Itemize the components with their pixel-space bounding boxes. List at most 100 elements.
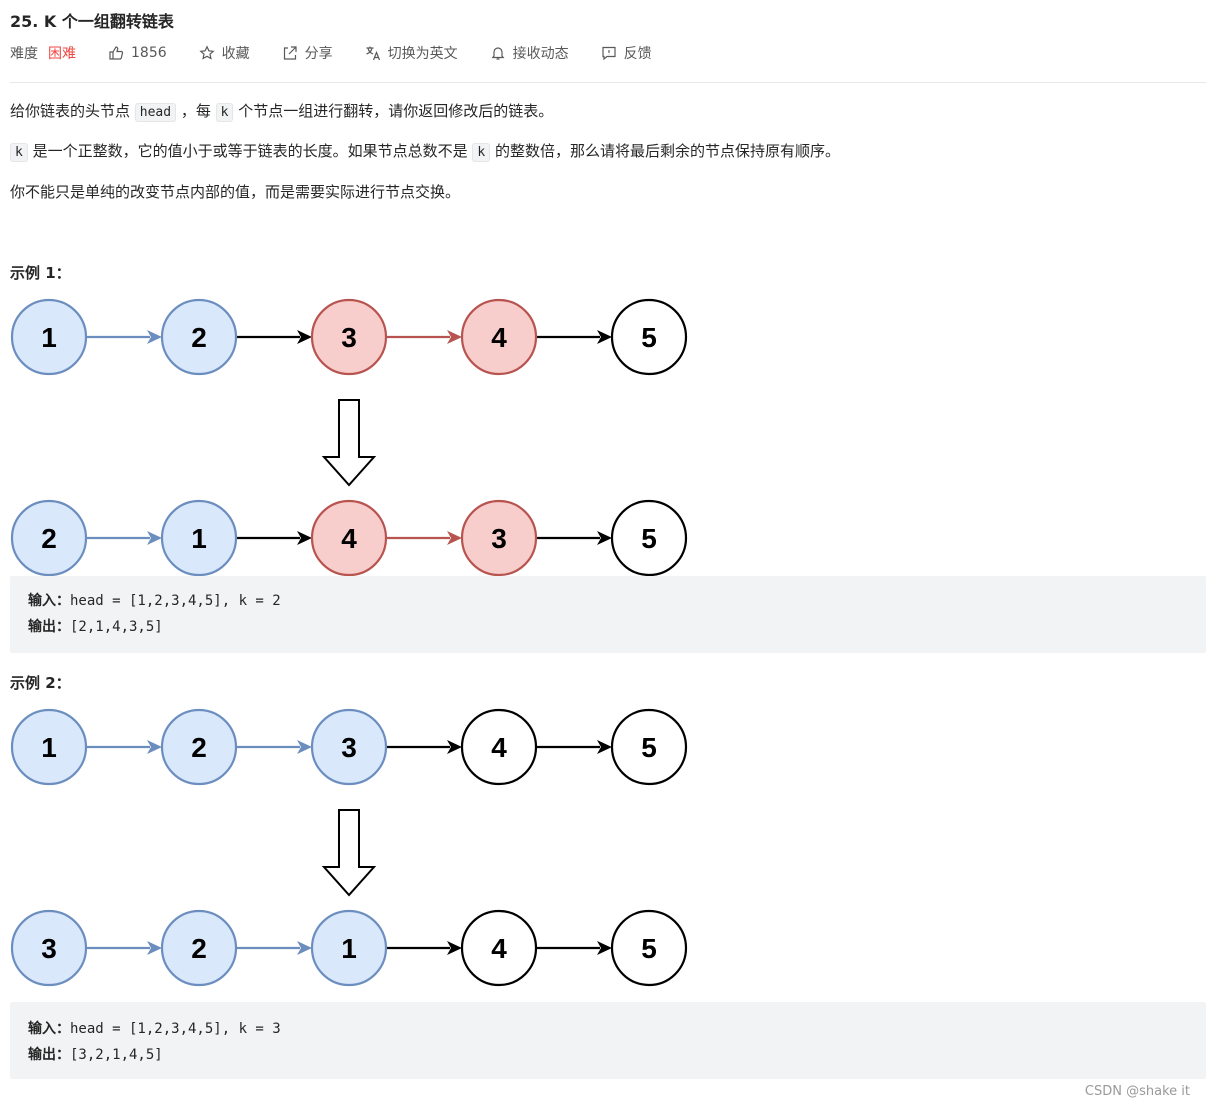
list-node xyxy=(310,298,388,376)
node-value: 3 xyxy=(41,933,57,964)
difficulty-label: 难度 xyxy=(10,46,38,62)
share-button[interactable]: 分享 xyxy=(282,43,333,63)
list-node xyxy=(10,909,88,987)
subscribe-button[interactable]: 接收动态 xyxy=(490,43,569,63)
desc-text: 是一个正整数，它的值小于或等于链表的长度。如果节点总数不是 xyxy=(27,142,473,160)
arrow-head xyxy=(147,941,162,955)
thumbs-up-icon xyxy=(109,46,124,60)
list-node xyxy=(160,298,238,376)
list-node xyxy=(310,499,388,577)
input-label: 输入： xyxy=(28,593,70,609)
node-value: 4 xyxy=(491,322,507,353)
translate-icon xyxy=(365,46,380,61)
inline-code-head: head xyxy=(134,103,177,122)
list-node xyxy=(610,708,688,786)
subscribe-label: 接收动态 xyxy=(512,46,569,62)
node-value: 4 xyxy=(491,732,507,763)
list-node xyxy=(160,909,238,987)
output-label: 输出： xyxy=(28,619,70,635)
output-value: [2,1,4,3,5] xyxy=(70,619,163,635)
arrow-head xyxy=(447,531,462,545)
example-1-io-box: 输入：head = [1,2,3,4,5], k = 2 输出：[2,1,4,3… xyxy=(10,576,1206,653)
transform-arrow xyxy=(321,809,377,897)
example-2-title: 示例 2： xyxy=(10,674,71,692)
node-value: 2 xyxy=(191,732,207,763)
node-value: 3 xyxy=(341,732,357,763)
input-value: head = [1,2,3,4,5], k = 3 xyxy=(70,1021,281,1037)
node-value: 5 xyxy=(641,322,657,353)
node-value: 3 xyxy=(491,523,507,554)
list-node xyxy=(10,708,88,786)
list-node xyxy=(460,708,538,786)
translate-label: 切换为英文 xyxy=(387,46,458,62)
list-node xyxy=(460,499,538,577)
list-node xyxy=(610,298,688,376)
description-paragraph-2: k 是一个正整数，它的值小于或等于链表的长度。如果节点总数不是 k 的整数倍，那… xyxy=(10,140,840,164)
desc-text: 的整数倍，那么请将最后剩余的节点保持原有顺序。 xyxy=(490,142,840,160)
node-value: 5 xyxy=(641,933,657,964)
example-1-title: 示例 1： xyxy=(10,264,71,282)
arrow-head xyxy=(597,531,612,545)
node-value: 2 xyxy=(191,933,207,964)
example-1-input: 输入：head = [1,2,3,4,5], k = 2 xyxy=(28,590,281,610)
node-value: 4 xyxy=(491,933,507,964)
node-value: 2 xyxy=(191,322,207,353)
desc-text: 个节点一组进行翻转，请你返回修改后的链表。 xyxy=(233,102,554,120)
list-node xyxy=(160,708,238,786)
problem-title: 25. K 个一组翻转链表 xyxy=(10,12,174,31)
feedback-icon xyxy=(602,46,616,61)
node-value: 1 xyxy=(41,732,57,763)
feedback-label: 反馈 xyxy=(623,46,652,62)
arrow-head xyxy=(147,531,162,545)
bell-icon xyxy=(491,47,505,60)
input-value: head = [1,2,3,4,5], k = 2 xyxy=(70,593,281,609)
output-value: [3,2,1,4,5] xyxy=(70,1047,163,1063)
list-node xyxy=(160,499,238,577)
difficulty: 难度 困难 xyxy=(10,43,76,63)
list-node xyxy=(460,909,538,987)
like-button[interactable]: 1856 xyxy=(108,45,167,61)
watermark: CSDN @shake it xyxy=(1084,1084,1190,1099)
example-1-output: 输出：[2,1,4,3,5] xyxy=(28,616,163,636)
feedback-button[interactable]: 反馈 xyxy=(601,43,652,63)
transform-arrow xyxy=(321,399,377,487)
header-divider xyxy=(10,82,1206,83)
problem-toolbar: 难度 困难 1856 收藏 分享 切换为英文 接收动态 反馈 xyxy=(10,42,684,64)
description-paragraph-3: 你不能只是单纯的改变节点内部的值，而是需要实际进行节点交换。 xyxy=(10,183,461,201)
list-node xyxy=(460,298,538,376)
node-value: 1 xyxy=(41,322,57,353)
favorite-button[interactable]: 收藏 xyxy=(199,43,250,63)
share-icon xyxy=(283,46,297,60)
favorite-label: 收藏 xyxy=(221,46,250,62)
list-node xyxy=(610,499,688,577)
list-node xyxy=(10,499,88,577)
inline-code-k: k xyxy=(215,103,234,122)
node-value: 1 xyxy=(341,933,357,964)
difficulty-value: 困难 xyxy=(48,46,76,62)
list-node xyxy=(10,298,88,376)
node-value: 2 xyxy=(41,523,57,554)
node-value: 3 xyxy=(341,322,357,353)
description-paragraph-1: 给你链表的头节点 head ，每 k 个节点一组进行翻转，请你返回修改后的链表。 xyxy=(10,100,553,124)
arrow-head xyxy=(297,740,312,754)
node-value: 5 xyxy=(641,523,657,554)
desc-text: 给你链表的头节点 xyxy=(10,102,135,120)
translate-button[interactable]: 切换为英文 xyxy=(365,43,458,63)
arrow-head xyxy=(597,330,612,344)
share-label: 分享 xyxy=(304,46,333,62)
arrow-head xyxy=(597,941,612,955)
like-count: 1856 xyxy=(131,45,167,61)
list-node xyxy=(610,909,688,987)
desc-text: ，每 xyxy=(176,102,216,120)
inline-code-k: k xyxy=(10,143,28,162)
arrow-head xyxy=(297,330,312,344)
star-icon xyxy=(199,45,215,60)
input-label: 输入： xyxy=(28,1021,70,1037)
example-2-io-box: 输入：head = [1,2,3,4,5], k = 3 输出：[3,2,1,4… xyxy=(10,1002,1206,1079)
node-value: 1 xyxy=(191,523,207,554)
example-2-output: 输出：[3,2,1,4,5] xyxy=(28,1044,163,1064)
arrow-head xyxy=(147,740,162,754)
list-node xyxy=(310,708,388,786)
